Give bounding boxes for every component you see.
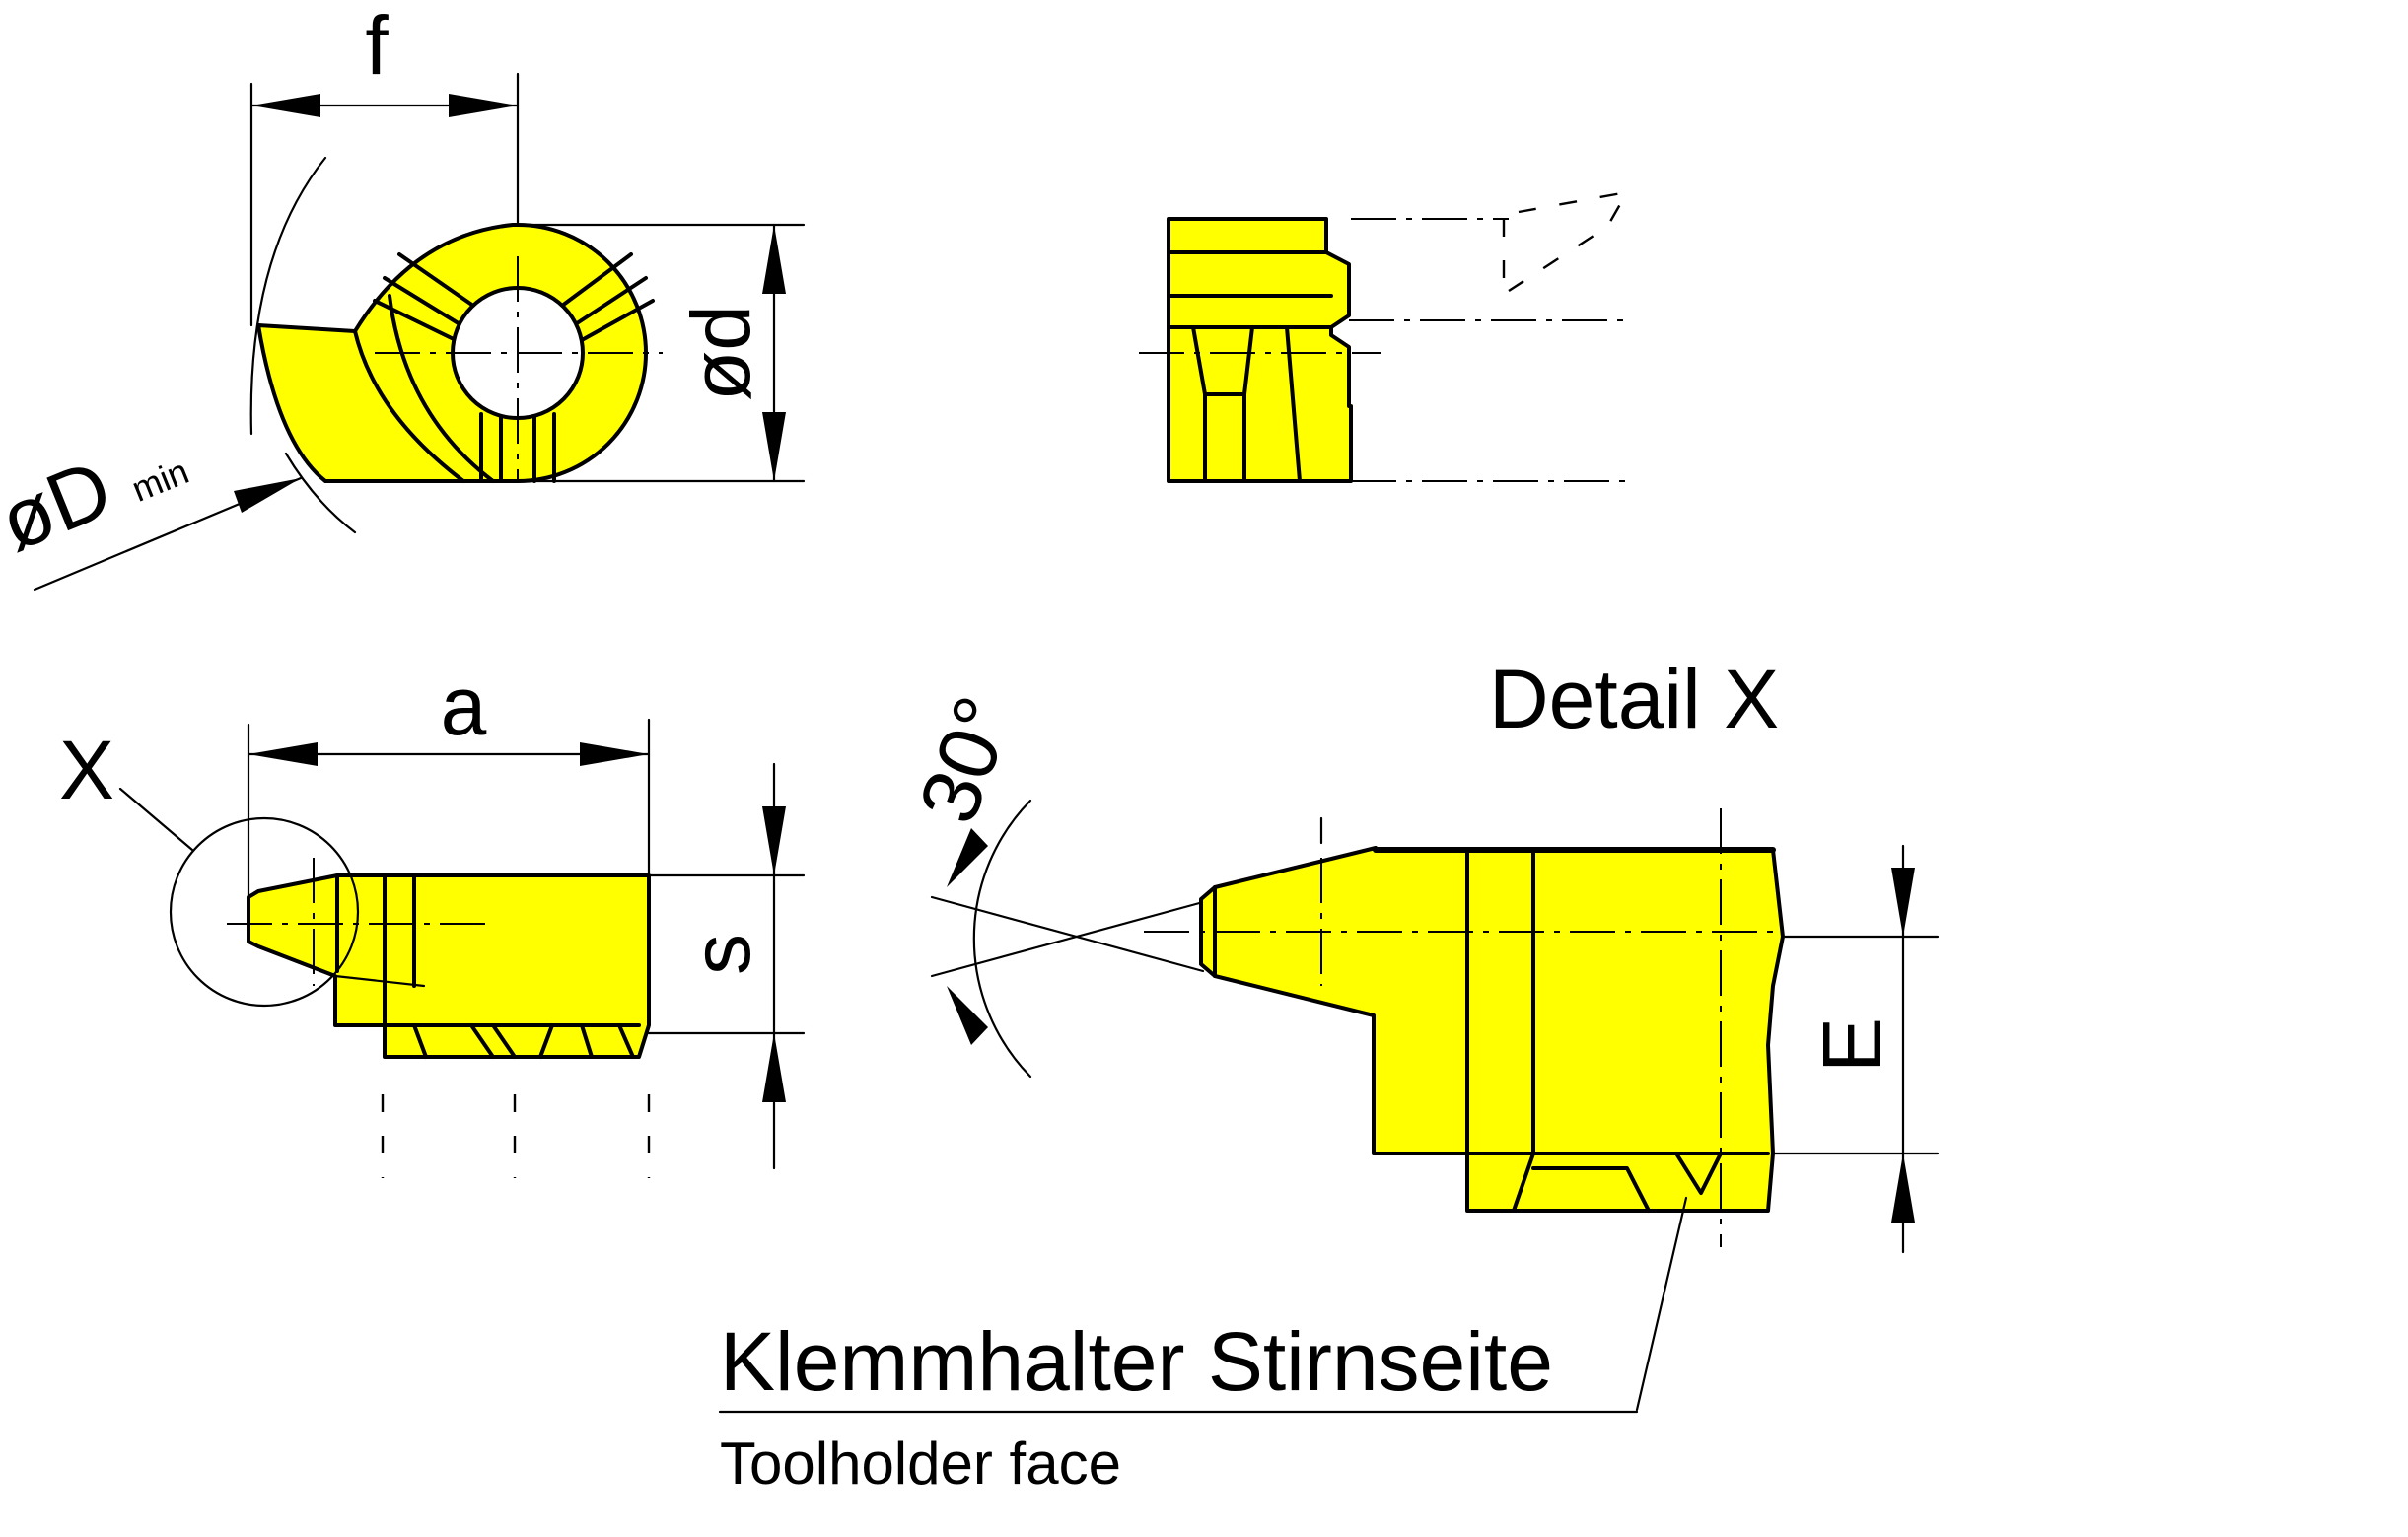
dim-label-dmin: øD	[0, 442, 124, 569]
groove-right-b	[572, 276, 648, 327]
groove-right-c	[580, 299, 655, 342]
dim-label-e: E	[1806, 1017, 1898, 1073]
angle-arc	[972, 799, 1032, 1079]
dmin-arc-lower	[284, 452, 357, 534]
detail-circle	[169, 816, 360, 1008]
angle-label: 30°	[901, 685, 1031, 835]
a-arrow-right	[580, 742, 649, 766]
a-arrow-left	[248, 742, 318, 766]
front-edge-1	[353, 329, 465, 483]
dim-label-a: a	[441, 660, 487, 752]
x-leader	[118, 787, 194, 852]
face-label-en: Toolholder face	[720, 1431, 1121, 1497]
dmin-arc	[249, 156, 327, 436]
e-arrow-bottom	[1891, 1153, 1915, 1223]
front-edge-2	[388, 294, 495, 483]
groove-left-a	[397, 252, 475, 308]
f-arrow-right	[449, 94, 518, 117]
top-notches	[412, 1023, 635, 1059]
insert-body-top	[247, 873, 651, 1059]
top-bevel	[333, 974, 426, 988]
detail-notches	[1512, 1152, 1723, 1213]
groove-left-c	[373, 299, 458, 342]
side-view	[1139, 190, 1629, 483]
insert-body-detail	[1199, 846, 1785, 1213]
side-hidden-3	[1518, 190, 1628, 214]
face-leader	[1635, 1196, 1688, 1412]
label-x: X	[59, 724, 114, 816]
angle-arrow-top	[947, 828, 988, 887]
groove-left-b	[383, 276, 463, 327]
dmin-arrow	[234, 478, 301, 513]
e-arrow-top	[1891, 868, 1915, 937]
side-hidden-2	[1508, 191, 1629, 293]
dim-label-f: f	[365, 0, 389, 92]
angle-line-lower	[930, 900, 1205, 978]
detail-x-view: Detail X 30° E Klemmhalter Stirnseite To…	[718, 653, 1940, 1497]
s-arrow-top	[762, 806, 786, 875]
dim-label-s: s	[674, 934, 767, 975]
detail-title: Detail X	[1489, 653, 1779, 745]
angle-line-upper	[930, 895, 1205, 973]
dim-label-d: ød	[674, 305, 767, 401]
face-label-de: Klemmhalter Stirnseite	[720, 1315, 1553, 1408]
angle-arrow-bottom	[947, 986, 988, 1045]
d-arrow-top	[762, 225, 786, 294]
front-view: f ød øD min	[0, 0, 806, 592]
f-arrow-left	[251, 94, 320, 117]
top-view: X a s	[59, 660, 806, 1178]
dim-label-dmin-sub: min	[126, 451, 194, 510]
groove-right-a	[560, 252, 633, 308]
s-arrow-bottom	[762, 1033, 786, 1102]
d-arrow-bottom	[762, 412, 786, 481]
